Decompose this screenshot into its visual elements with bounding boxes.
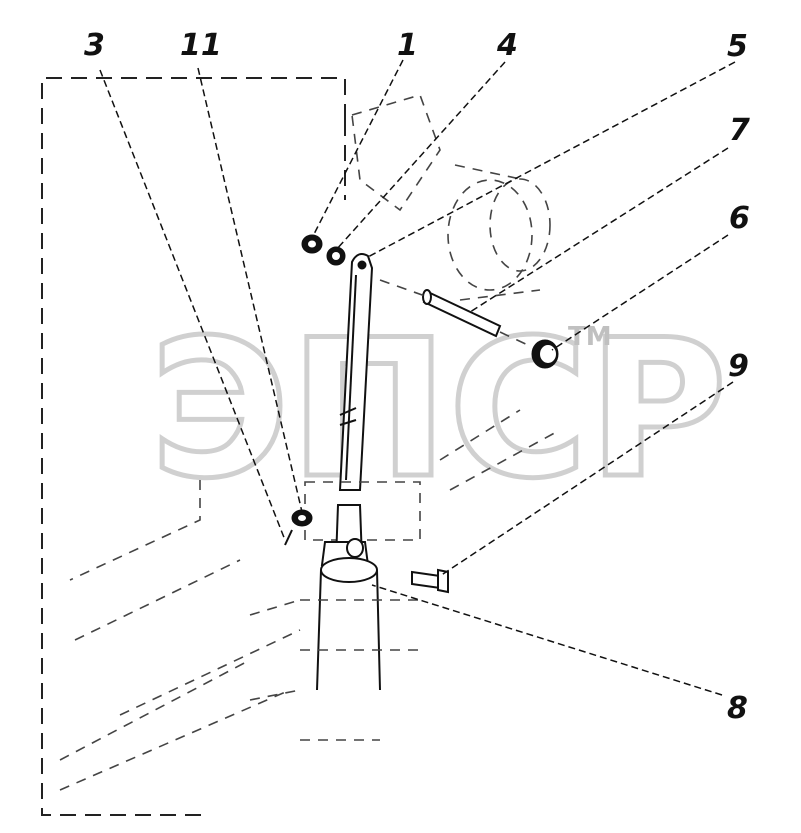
watermark-trademark: TM bbox=[568, 322, 612, 352]
callout-1: 1 bbox=[397, 28, 418, 63]
callout-5: 5 bbox=[727, 29, 748, 64]
callout-labels: 3 11 1 4 5 7 6 9 8 bbox=[84, 28, 750, 726]
leader-lines bbox=[99, 59, 736, 696]
callout-9: 9 bbox=[728, 349, 749, 384]
leader-7 bbox=[469, 147, 729, 313]
leader-4 bbox=[335, 61, 506, 251]
leader-1 bbox=[311, 59, 404, 239]
housing-frame bbox=[41, 77, 346, 816]
callout-8: 8 bbox=[727, 691, 748, 726]
leader-3 bbox=[99, 69, 286, 541]
callout-7: 7 bbox=[729, 113, 750, 148]
clevis-and-body bbox=[249, 481, 421, 741]
watermark: ЭПСР TM bbox=[148, 297, 730, 523]
callout-3: 3 bbox=[84, 28, 105, 63]
background-gear-drum bbox=[351, 94, 561, 491]
watermark-text: ЭПСР bbox=[150, 299, 727, 520]
leader-9 bbox=[439, 381, 734, 577]
leader-8 bbox=[371, 584, 723, 696]
leader-11 bbox=[197, 67, 303, 513]
pin-and-bushing bbox=[379, 279, 559, 369]
callout-11: 11 bbox=[180, 28, 222, 63]
leader-6 bbox=[551, 234, 729, 351]
spring-and-screw bbox=[284, 509, 313, 546]
nut-and-washer bbox=[301, 234, 346, 266]
lever-arm bbox=[338, 253, 374, 491]
leader-5 bbox=[365, 61, 736, 259]
bolt bbox=[411, 568, 449, 594]
callout-6: 6 bbox=[729, 201, 750, 236]
callout-4: 4 bbox=[496, 28, 518, 63]
